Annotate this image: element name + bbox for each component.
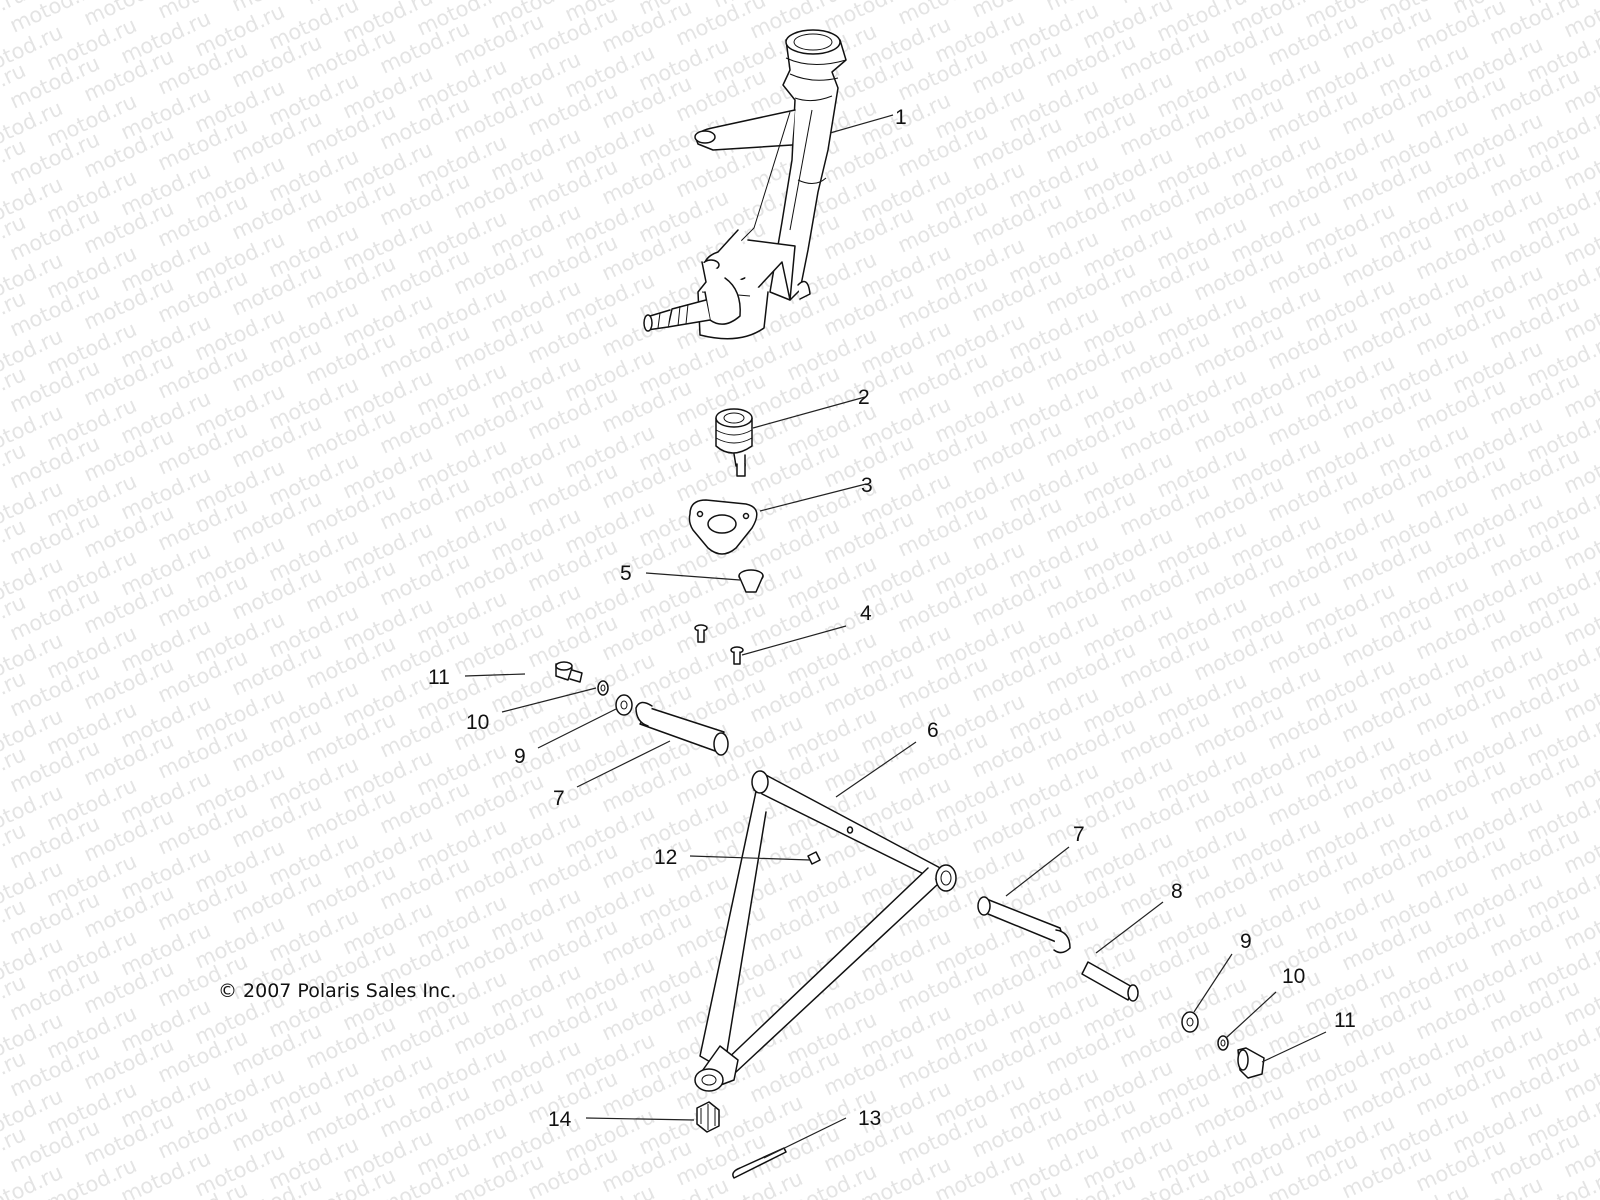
callout-12: 12: [654, 846, 677, 869]
part-3-plate: [688, 499, 758, 555]
callout-14: 14: [548, 1108, 572, 1131]
part-14-nut: [696, 1101, 720, 1133]
callout-10-lower: 10: [1282, 965, 1305, 988]
leader-lines: [464, 114, 1327, 1159]
callout-9-lower: 9: [1240, 930, 1252, 953]
part-8-tube: [1081, 961, 1139, 1002]
copyright-notice: © 2007 Polaris Sales Inc.: [218, 980, 457, 1002]
callout-1: 1: [895, 106, 907, 129]
callout-5: 5: [620, 562, 632, 585]
callout-7-lower: 7: [1073, 823, 1085, 846]
callout-13: 13: [858, 1107, 881, 1130]
callout-11-lower: 11: [1334, 1009, 1356, 1032]
part-6-a-arm: [694, 770, 957, 1092]
callout-6: 6: [927, 719, 939, 742]
callout-7-upper: 7: [553, 787, 565, 810]
part-7-bushing-upper: [635, 701, 729, 756]
callout-11-upper: 11: [428, 666, 450, 689]
part-13-cotter-pin: [732, 1147, 787, 1179]
part-11-bolt-upper: [555, 661, 583, 683]
part-9-washer-lower: [1181, 1011, 1199, 1033]
part-10-washer-lower: [1217, 1035, 1229, 1051]
callout-3: 3: [861, 474, 873, 497]
part-9-washer-upper: [615, 694, 633, 716]
callout-4: 4: [860, 602, 872, 625]
callout-2: 2: [858, 386, 870, 409]
part-5-boot: [738, 569, 764, 593]
callout-8: 8: [1171, 880, 1183, 903]
part-1-knuckle: [643, 29, 847, 340]
part-11-bolt-lower: [1237, 1047, 1265, 1079]
callouts: 1 2 3 5 4 11 10 9 7 6 12 7 8 9 10 11 14 …: [428, 106, 1356, 1131]
part-2-ball-joint: [715, 408, 753, 477]
callout-9-upper: 9: [514, 745, 526, 768]
part-12-fitting: [807, 851, 821, 865]
part-4-bolts: [694, 624, 744, 665]
part-10-washer-upper: [597, 680, 609, 696]
part-7-bushing-lower: [977, 896, 1071, 954]
callout-10-upper: 10: [466, 711, 489, 734]
